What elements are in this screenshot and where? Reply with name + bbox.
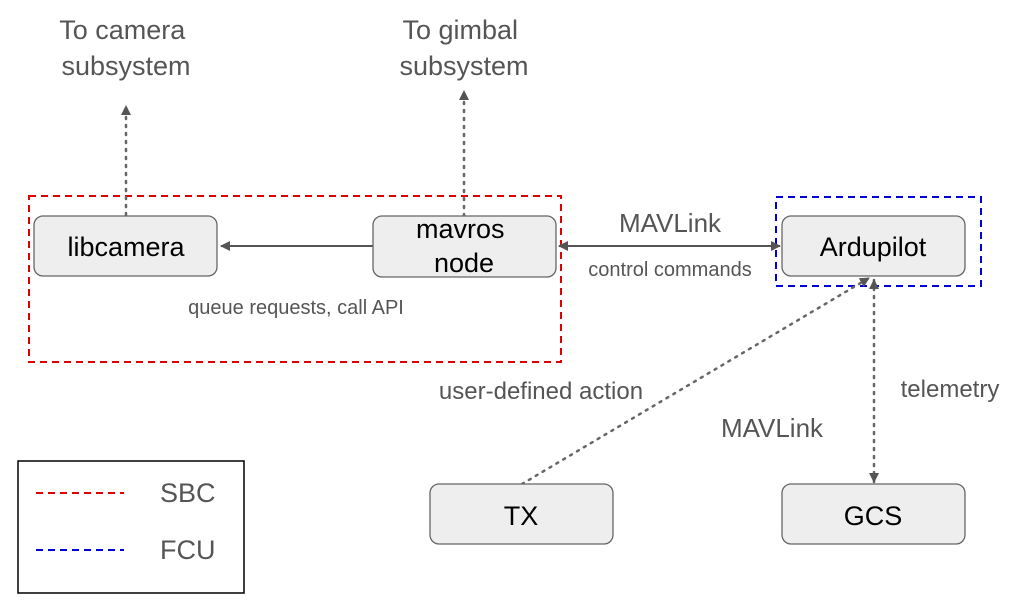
libcamera-node[interactable]: libcamera — [33, 215, 218, 277]
gimbal-subsystem-line2: subsystem — [399, 51, 528, 81]
ardupilot-node-label: Ardupilot — [820, 232, 927, 262]
mavros-node[interactable]: mavros node — [372, 214, 557, 278]
camera-subsystem-line1: To camera — [59, 15, 186, 45]
tx-node-label: TX — [504, 501, 539, 531]
queue-requests-label: queue requests, call API — [188, 297, 404, 319]
legend: SBC FCU — [17, 460, 245, 594]
tx-ardupilot-connector — [520, 276, 871, 486]
camera-subsystem-line2: subsystem — [61, 51, 190, 81]
tx-node[interactable]: TX — [429, 483, 614, 545]
sbc-boundary — [28, 195, 562, 363]
mavros-node-line1: mavros — [416, 214, 505, 244]
gcs-node[interactable]: GCS — [781, 483, 966, 545]
ardupilot-node[interactable]: Ardupilot — [781, 215, 966, 277]
mavros-node-label: mavros node — [416, 214, 512, 278]
legend-box — [17, 460, 245, 594]
control-commands-label: control commands — [588, 259, 751, 281]
gcs-node-label: GCS — [844, 501, 903, 531]
mavlink-bottom-label: MAVLink — [721, 413, 824, 443]
legend-fcu-label: FCU — [160, 535, 216, 565]
legend-sbc-label: SBC — [160, 478, 216, 508]
mavlink-top-label: MAVLink — [619, 208, 722, 238]
telemetry-label: telemetry — [901, 376, 1000, 403]
gimbal-subsystem-line1: To gimbal — [402, 15, 518, 45]
gimbal-subsystem-label: To gimbal subsystem — [399, 15, 528, 81]
camera-subsystem-label: To camera subsystem — [59, 15, 193, 81]
mavros-node-line2: node — [434, 248, 494, 278]
libcamera-node-label: libcamera — [67, 232, 185, 262]
user-defined-action-label: user-defined action — [439, 378, 643, 405]
